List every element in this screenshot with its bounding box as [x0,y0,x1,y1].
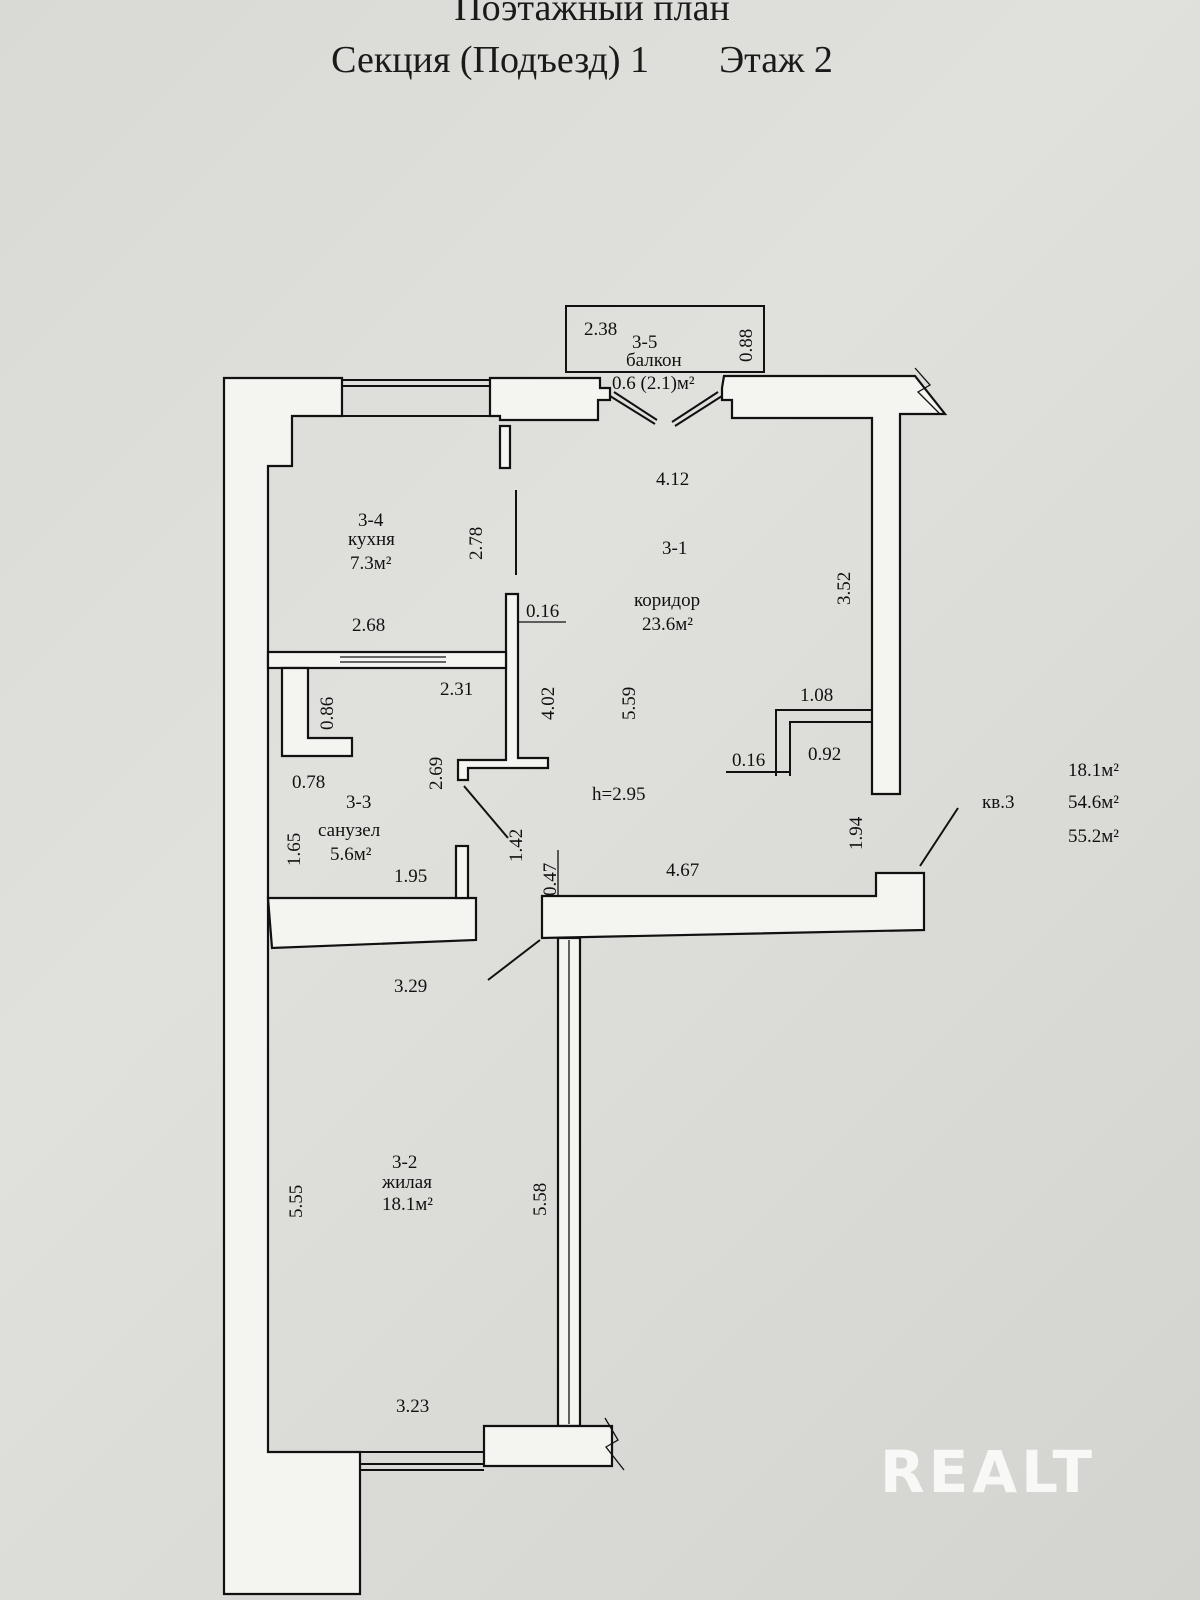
kitchen-window [342,379,490,417]
wall-break-bottom [604,1417,625,1471]
dim-194: 1.94 [846,816,867,850]
dim-086: 0.86 [317,697,338,730]
bottom-wall-right [482,1424,614,1468]
corridor-name: коридор [634,590,700,611]
apartment-total-balcony: 55.2м² [1068,826,1119,847]
dim-092: 0.92 [808,744,841,765]
corridor-dim-top: 4.12 [656,469,689,490]
ceiling-height: h=2.95 [592,784,645,805]
kitchen-name: кухня [348,529,395,550]
entry-door-line [919,807,959,867]
dim-016b: 0.16 [732,750,765,771]
dim-329: 3.29 [394,976,427,997]
bath-area: 5.6м² [330,844,372,865]
kitchen-bath-partition [266,650,508,670]
living-door-swing [487,939,541,981]
dim-016a: 0.16 [526,601,559,622]
bath-name: санузел [318,820,381,841]
wall-break-top [914,367,941,415]
dim-108: 1.08 [800,685,833,706]
kitchen-dim-h: 2.78 [466,527,487,560]
left-wall [222,376,362,1596]
dim-047: 0.47 [540,863,561,896]
bath-door-swing [463,785,509,839]
kitchen-id: 3-4 [358,510,384,531]
section-label: Секция (Подъезд) 1 [331,39,650,81]
dim-269: 2.69 [426,757,447,790]
dim-165: 1.65 [284,833,305,866]
balcony-door [609,391,723,427]
living-partition [556,936,582,1428]
top-wall-middle [488,376,612,422]
apartment-living-area: 18.1м² [1068,760,1119,781]
corridor-partition [456,592,550,782]
apartment-total-area: 54.6м² [1068,792,1119,813]
balcony-outline [565,305,765,373]
corridor-id: 3-1 [662,538,687,559]
plan-subtitle: Секция (Подъезд) 1 Этаж 2 [0,38,1182,82]
bath-bottom-wall [266,896,478,950]
plan-title: Поэтажный план [454,0,730,29]
floor-label: Этаж 2 [719,39,833,81]
bath-niche [280,666,354,758]
kitchen-dim-w: 2.68 [352,615,385,636]
dim-078: 0.78 [292,772,325,793]
corridor-niche [775,709,872,776]
balcony-id: 3-5 [632,332,657,353]
bath-id: 3-3 [346,792,371,813]
dim-467: 4.67 [666,860,699,881]
kitchen-area: 7.3м² [350,553,392,574]
kitchen-partition-top [498,424,512,470]
corridor-dim-right: 3.52 [834,572,855,605]
living-name: жилая [381,1172,432,1193]
apartment-label: кв.3 [982,792,1014,813]
top-wall-right [720,374,948,796]
balcony-area: 0.6 (2.1)м² [612,373,695,394]
dim-555: 5.55 [286,1185,307,1218]
realt-watermark-logo: REALT [880,1438,1097,1506]
dim-323: 3.23 [396,1396,429,1417]
dim-402: 4.02 [538,687,559,720]
living-window [360,1451,484,1471]
dim-142: 1.42 [506,829,527,862]
balcony-name: балкон [626,350,682,371]
living-id: 3-2 [392,1152,417,1173]
dim-558: 5.58 [530,1183,551,1216]
corridor-niche-inner [789,721,872,776]
living-area: 18.1м² [382,1194,433,1215]
corridor-bottom-wall [540,871,926,940]
balcony-dim-width: 2.38 [584,319,617,340]
bath-dim-w: 2.31 [440,679,473,700]
corridor-area: 23.6м² [642,614,693,635]
dim-559: 5.59 [619,687,640,720]
dim-195: 1.95 [394,866,427,887]
balcony-dim-depth: 0.88 [736,329,757,362]
bath-door-post [454,844,470,900]
